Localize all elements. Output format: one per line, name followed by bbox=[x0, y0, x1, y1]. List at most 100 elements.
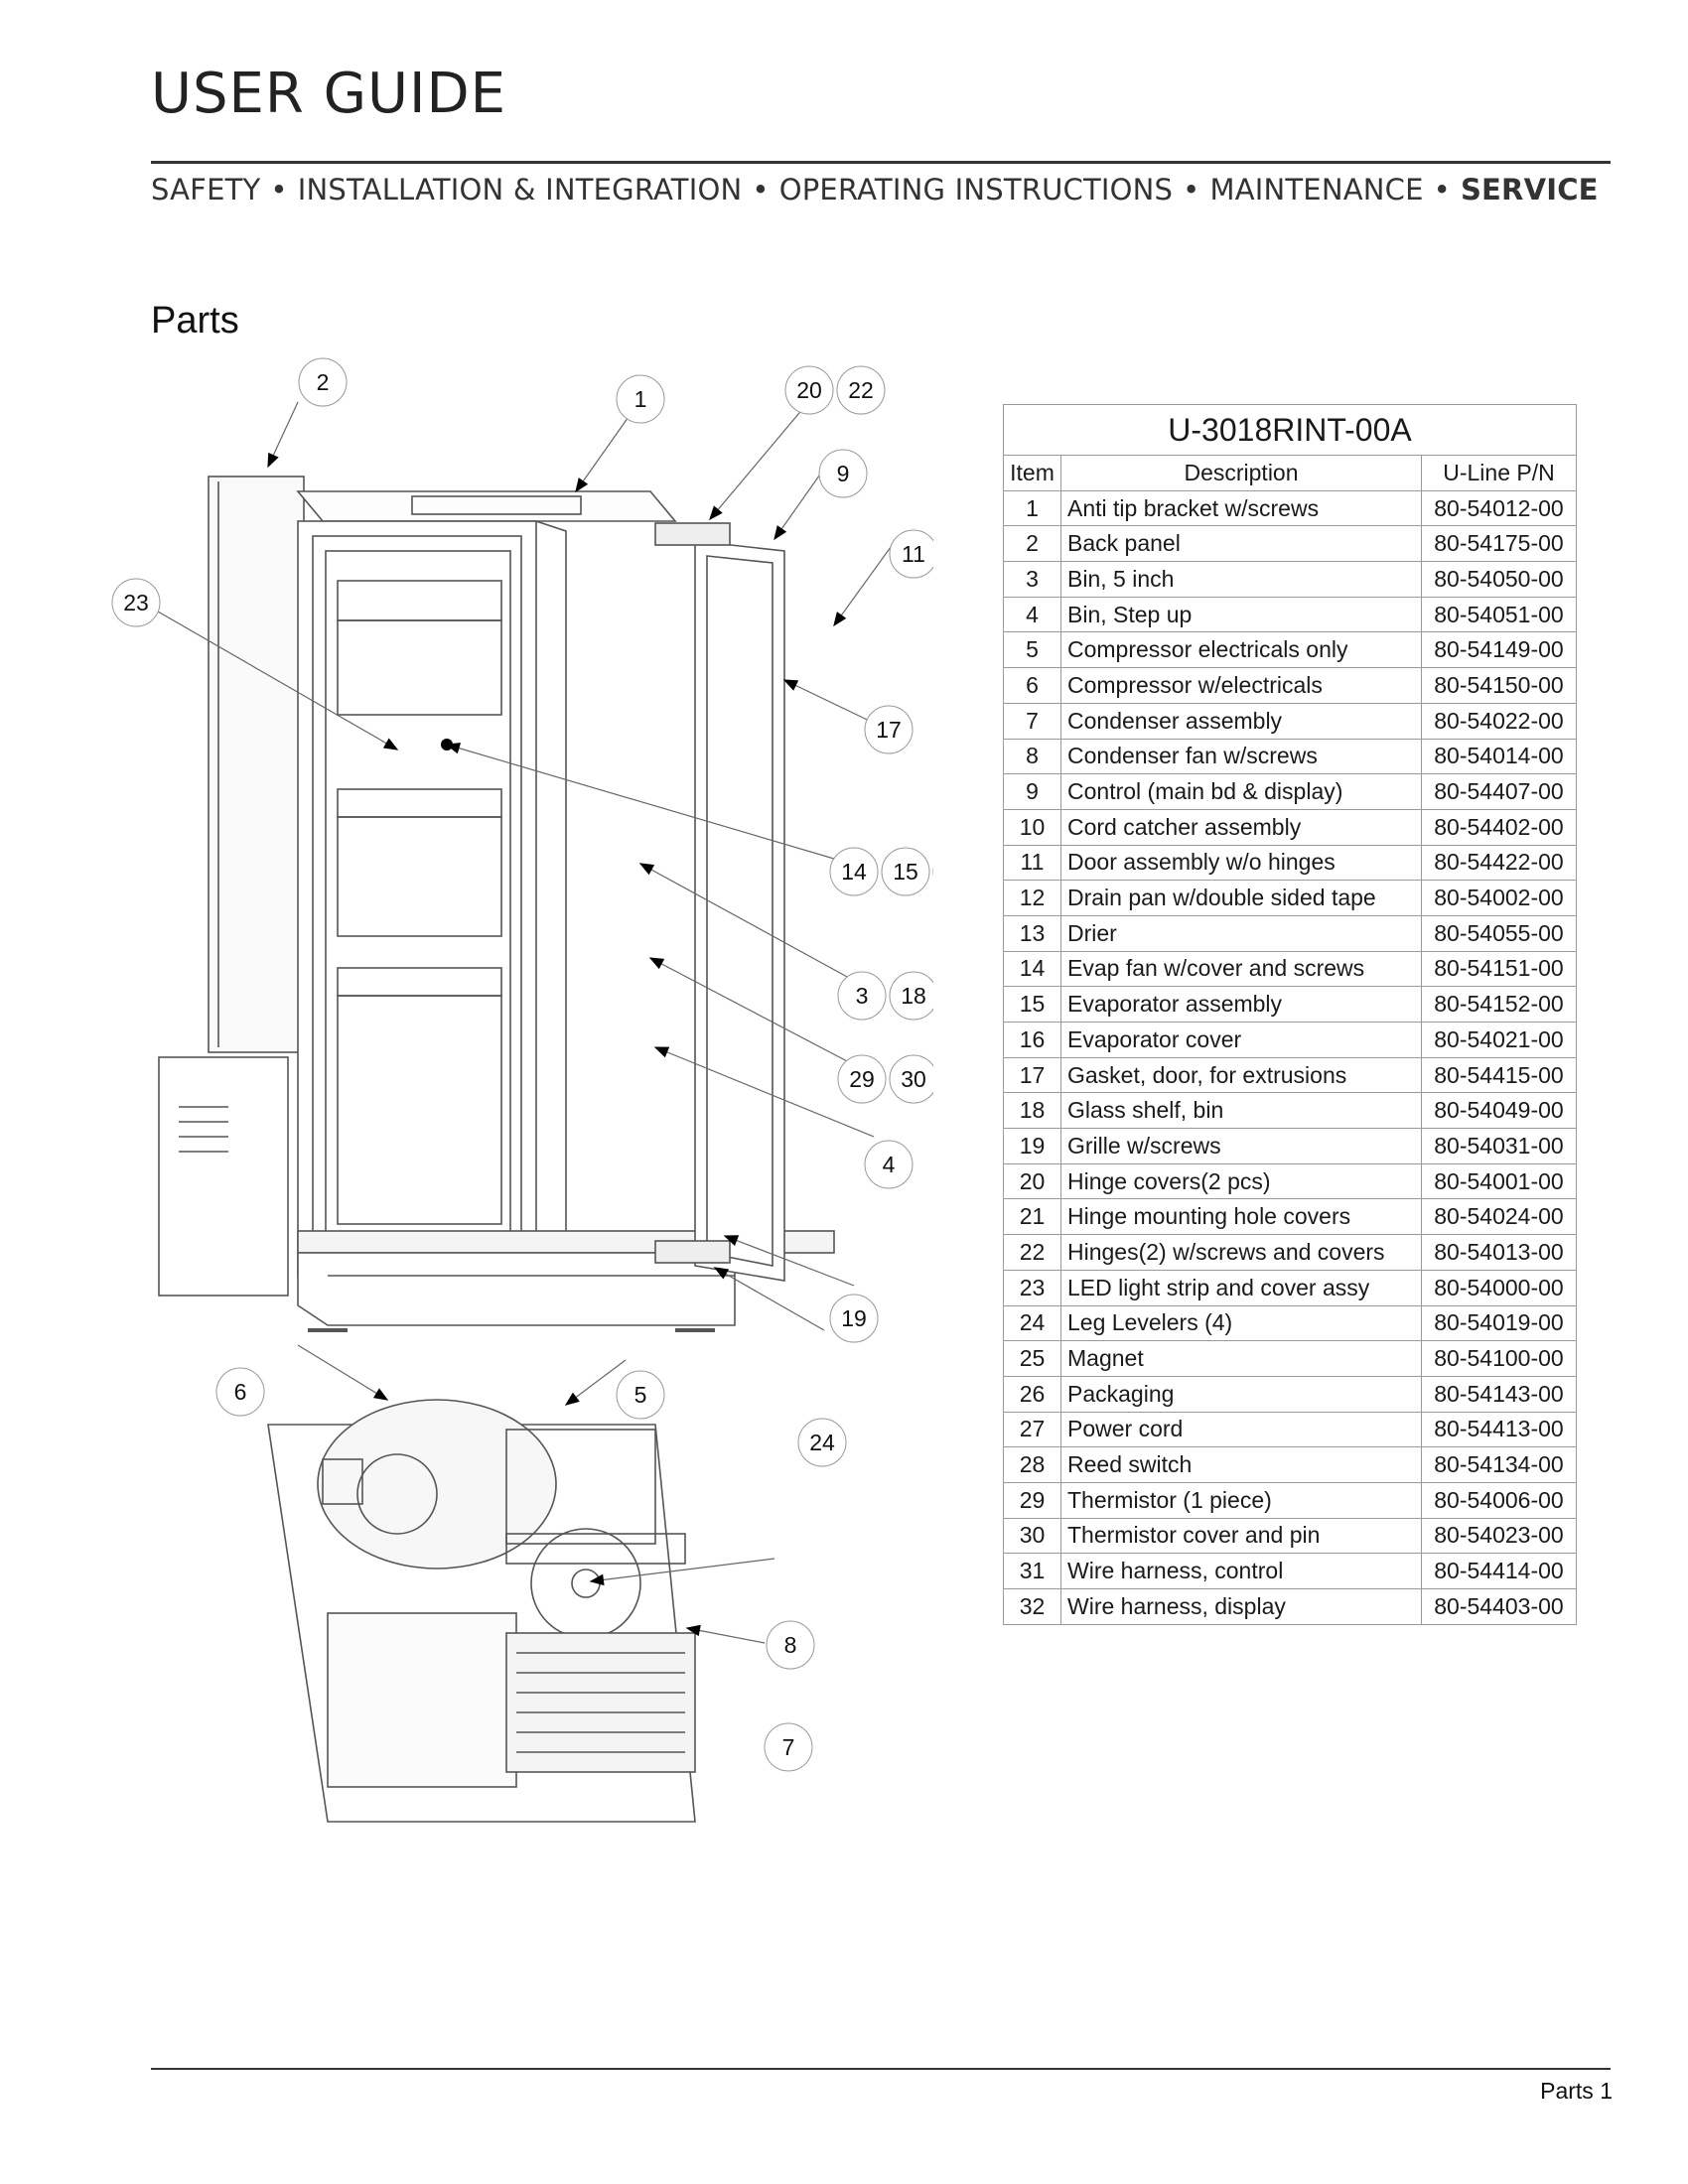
item-description: Evaporator assembly bbox=[1060, 986, 1422, 1023]
column-header-description: Description bbox=[1060, 455, 1422, 491]
part-number: 80-54024-00 bbox=[1421, 1198, 1577, 1236]
item-number: 10 bbox=[1003, 808, 1061, 846]
callout-3: 3 bbox=[837, 971, 887, 1021]
svg-text:9: 9 bbox=[837, 461, 850, 486]
part-number: 80-54413-00 bbox=[1421, 1411, 1577, 1448]
item-description: Packaging bbox=[1060, 1375, 1422, 1413]
part-number: 80-54019-00 bbox=[1421, 1304, 1577, 1342]
top-divider bbox=[151, 161, 1611, 164]
part-number: 80-54022-00 bbox=[1421, 702, 1577, 740]
item-number: 23 bbox=[1003, 1269, 1061, 1306]
callout-6: 6 bbox=[215, 1367, 265, 1417]
item-number: 27 bbox=[1003, 1411, 1061, 1448]
item-number: 6 bbox=[1003, 667, 1061, 704]
svg-text:20: 20 bbox=[796, 377, 822, 403]
part-number: 80-54175-00 bbox=[1421, 525, 1577, 563]
item-description: Grille w/screws bbox=[1060, 1128, 1422, 1164]
item-number: 20 bbox=[1003, 1162, 1061, 1200]
callout-9: 9 bbox=[818, 449, 868, 498]
nav-separator: • bbox=[1433, 173, 1451, 206]
item-description: Power cord bbox=[1060, 1411, 1422, 1448]
nav-separator: • bbox=[270, 173, 288, 206]
item-number: 8 bbox=[1003, 738, 1061, 775]
part-number: 80-54021-00 bbox=[1421, 1022, 1577, 1058]
item-description: Evaporator cover bbox=[1060, 1022, 1422, 1058]
refrigerator-drawing bbox=[158, 476, 835, 1823]
table-header: Item Description U-Line P/N bbox=[1003, 455, 1577, 491]
item-description: Thermistor cover and pin bbox=[1060, 1517, 1422, 1555]
part-number: 80-54006-00 bbox=[1421, 1481, 1577, 1519]
item-number: 22 bbox=[1003, 1234, 1061, 1271]
part-number: 80-54013-00 bbox=[1421, 1234, 1577, 1271]
item-number: 9 bbox=[1003, 773, 1061, 810]
svg-text:5: 5 bbox=[634, 1382, 647, 1408]
part-number: 80-54049-00 bbox=[1421, 1092, 1577, 1130]
item-description: Compressor electricals only bbox=[1060, 631, 1422, 669]
item-description: Reed switch bbox=[1060, 1446, 1422, 1483]
parts-table: U-3018RINT-00A Item Description U-Line P… bbox=[1003, 404, 1577, 1625]
item-description: Compressor w/electricals bbox=[1060, 667, 1422, 704]
item-description: Drain pan w/double sided tape bbox=[1060, 880, 1422, 916]
item-description: Door assembly w/o hinges bbox=[1060, 844, 1422, 882]
item-description: Control (main bd & display) bbox=[1060, 773, 1422, 810]
item-description: Leg Levelers (4) bbox=[1060, 1304, 1422, 1342]
svg-text:3: 3 bbox=[856, 983, 869, 1009]
part-number: 80-54407-00 bbox=[1421, 773, 1577, 810]
svg-text:7: 7 bbox=[782, 1734, 795, 1760]
svg-text:14: 14 bbox=[841, 859, 867, 885]
item-description: Evap fan w/cover and screws bbox=[1060, 950, 1422, 988]
item-number: 14 bbox=[1003, 950, 1061, 988]
part-number: 80-54051-00 bbox=[1421, 596, 1577, 633]
item-number: 24 bbox=[1003, 1304, 1061, 1342]
part-number: 80-54055-00 bbox=[1421, 914, 1577, 952]
svg-text:1: 1 bbox=[634, 386, 647, 412]
callout-1: 1 bbox=[616, 374, 665, 424]
svg-text:22: 22 bbox=[848, 377, 874, 403]
item-description: Wire harness, control bbox=[1060, 1553, 1422, 1589]
callout-30: 30 bbox=[889, 1054, 933, 1104]
callout-8: 8 bbox=[766, 1620, 815, 1670]
column-header-part-number: U-Line P/N bbox=[1421, 455, 1577, 491]
svg-text:19: 19 bbox=[841, 1305, 867, 1331]
section-title: Parts bbox=[151, 300, 239, 341]
part-number: 80-54415-00 bbox=[1421, 1056, 1577, 1094]
part-number: 80-54023-00 bbox=[1421, 1517, 1577, 1555]
svg-text:2: 2 bbox=[317, 369, 330, 395]
column-header-item: Item bbox=[1003, 455, 1061, 491]
callout-29: 29 bbox=[837, 1054, 887, 1104]
item-number: 31 bbox=[1003, 1553, 1061, 1589]
svg-text:17: 17 bbox=[876, 717, 902, 743]
item-description: Condenser fan w/screws bbox=[1060, 738, 1422, 775]
item-number: 30 bbox=[1003, 1517, 1061, 1555]
guide-title: USER GUIDE bbox=[151, 62, 507, 126]
svg-text:30: 30 bbox=[901, 1066, 926, 1092]
item-description: Wire harness, display bbox=[1060, 1588, 1422, 1625]
nav-maintenance: MAINTENANCE bbox=[1209, 173, 1424, 206]
item-description: Back panel bbox=[1060, 525, 1422, 563]
nav-safety: SAFETY bbox=[151, 173, 261, 206]
callout-2: 2 bbox=[298, 357, 348, 407]
item-number: 17 bbox=[1003, 1056, 1061, 1094]
item-number: 19 bbox=[1003, 1128, 1061, 1164]
item-number: 3 bbox=[1003, 561, 1061, 598]
